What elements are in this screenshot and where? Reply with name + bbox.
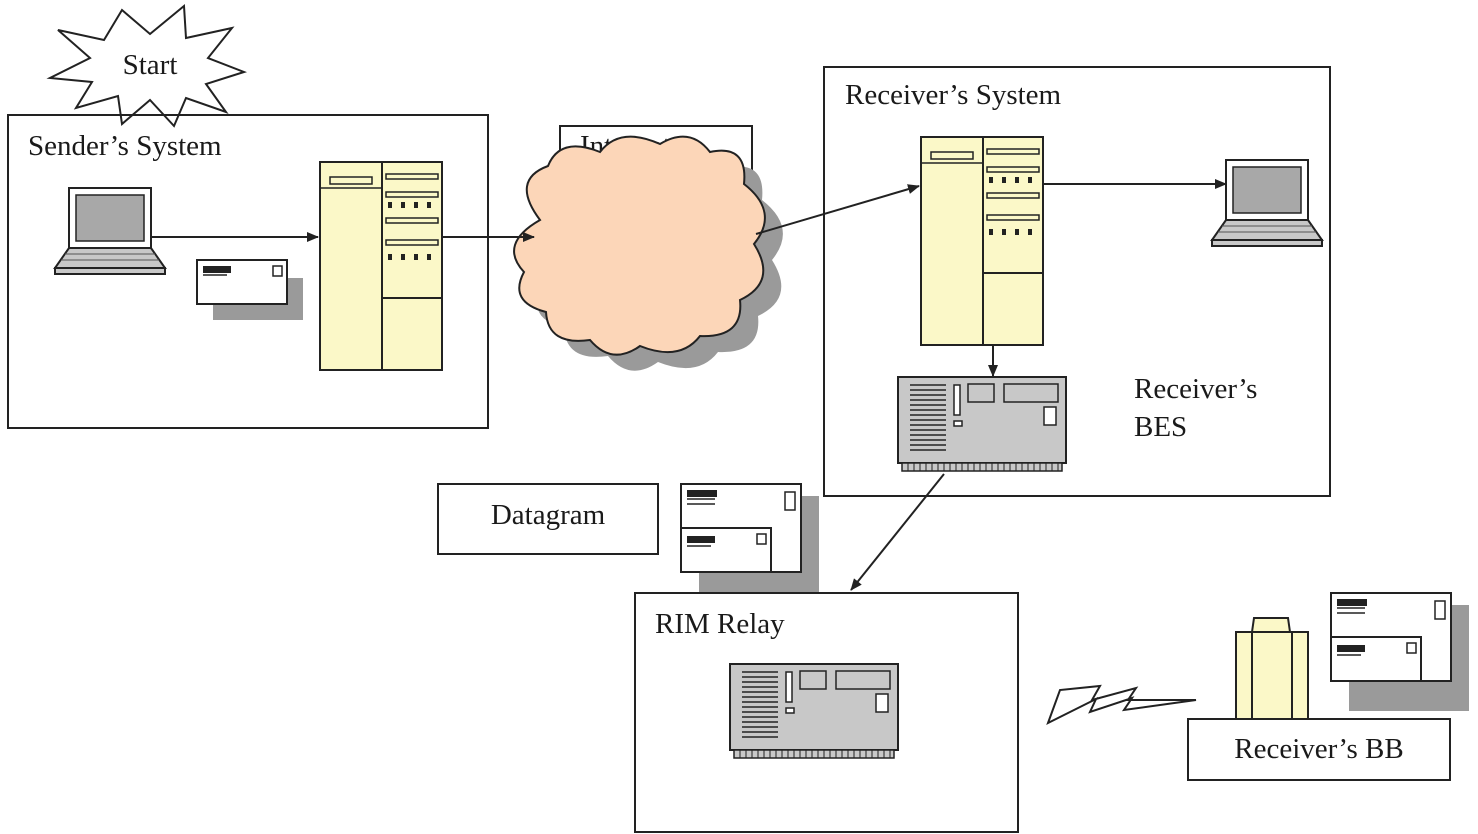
bes-to-rim-relay-arrow (850, 473, 945, 591)
rim-relay-label: RIM Relay (655, 608, 785, 640)
datagram-envelopes-icon (680, 483, 820, 603)
received-envelopes-icon (1330, 592, 1470, 712)
receiver-mail-server-icon (920, 136, 1044, 346)
blackberry-device-icon (1235, 617, 1309, 725)
datagram-box (437, 483, 659, 555)
internet-to-receiver-server-arrow (755, 184, 920, 235)
receiver-bb-label: Receiver’s BB (1234, 733, 1403, 765)
rim-relay-box (634, 592, 1019, 833)
sender-email-envelope-icon (196, 259, 304, 321)
sender-system-box (7, 114, 489, 429)
rim-relay-device-icon (729, 663, 899, 759)
receiver-bes-label-line1: Receiver’s (1134, 373, 1257, 405)
start-label: Start (123, 49, 178, 81)
sender-system-label: Sender’s System (28, 130, 222, 162)
sender-mail-server-icon (319, 161, 443, 371)
receiver-bes-label-line2: BES (1134, 411, 1187, 443)
receiver-system-box (823, 66, 1331, 497)
datagram-label: Datagram (491, 499, 606, 531)
receiver-system-label: Receiver’s System (845, 79, 1062, 111)
receiver-bb-box (1187, 718, 1451, 781)
start-burst (46, 3, 248, 128)
sender-laptop-icon (54, 187, 166, 275)
receiver-laptop-icon (1211, 159, 1323, 247)
internet-cloud-icon (513, 135, 783, 371)
wireless-signal-icon (1046, 684, 1197, 726)
receiver-bes-device-icon (897, 376, 1067, 472)
